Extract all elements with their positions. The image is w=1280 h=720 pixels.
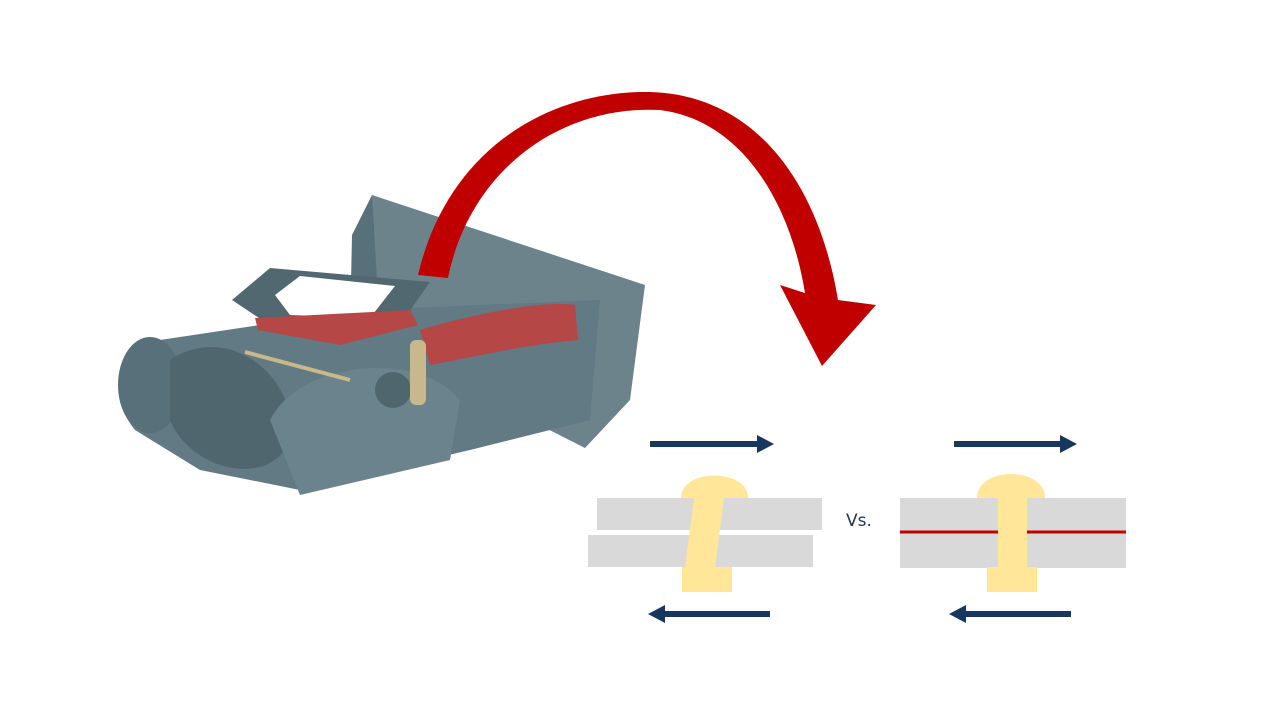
- curved-arrow-icon: [418, 91, 876, 366]
- rivet-tail: [987, 567, 1037, 592]
- force-arrow-right-icon: [757, 435, 774, 453]
- rivet-shank: [685, 498, 724, 568]
- force-arrow-left-icon: [648, 605, 665, 623]
- rivet-shank: [998, 498, 1027, 568]
- force-arrow-right-icon: [1060, 435, 1077, 453]
- rivet-diagram-bonded: [900, 435, 1126, 623]
- rivet-diagram-slipped: [588, 435, 822, 623]
- comparison-label: Vs.: [846, 511, 872, 531]
- rivet-head: [681, 475, 748, 498]
- rivet-head: [977, 474, 1045, 498]
- air-duct-part-illustration: [118, 195, 645, 495]
- rivet-tail: [682, 567, 732, 592]
- force-arrow-left-icon: [949, 605, 966, 623]
